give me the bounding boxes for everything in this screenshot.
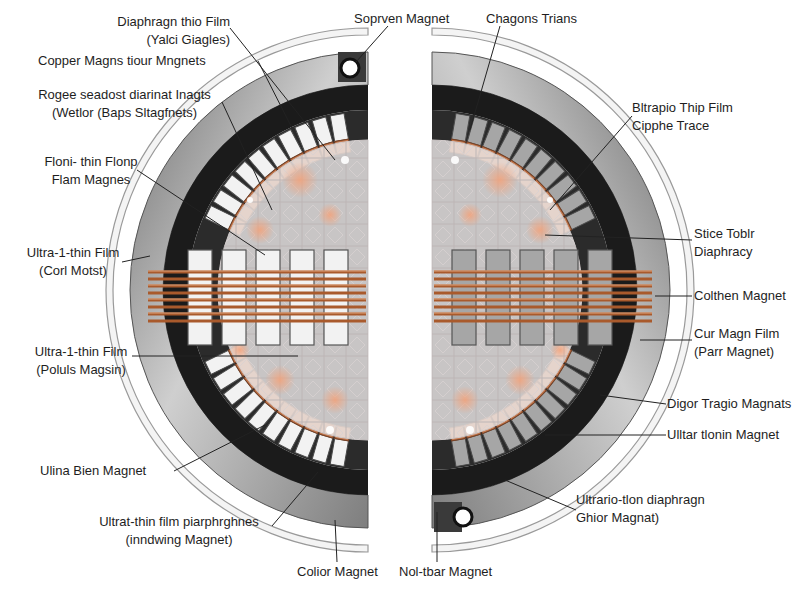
- callout-label: Stice Toblr Diaphracy: [694, 225, 784, 261]
- callout-label: Ultrario-tlon diaphragn Ghior Magnat): [576, 491, 736, 527]
- callout-label: Rogee seadost diarinat Inagts (Wetlor (B…: [22, 86, 227, 122]
- callout-label: Colthen Magnet: [694, 287, 800, 305]
- callout-label: Ultra-1-thin Film (Poluls Magsin): [26, 343, 136, 379]
- callout-label: Bltrapio Thip Film Cipphe Trace: [632, 99, 760, 135]
- callout-label: Copper Magns tiour Mngnets: [38, 52, 278, 70]
- mount-hole: [454, 508, 472, 526]
- callout-label: Diaphragn thio Film (Yalci Giagles): [88, 13, 230, 49]
- callout-label: Ultra-1-thin Film (Corl Motst): [18, 244, 128, 280]
- callout-label: Colior Magnet: [297, 563, 407, 581]
- callout-label: Ulina Bien Magnet: [40, 462, 180, 480]
- callout-label: Nol-tbar Magnet: [399, 563, 519, 581]
- mount-tab: [338, 52, 366, 82]
- callout-label: Ulltar tlonin Magnet: [667, 426, 797, 444]
- callout-label: Soprven Magnet: [354, 10, 474, 28]
- leader-lines: [122, 26, 692, 562]
- callout-label: Digor Tragio Magnats: [667, 395, 797, 413]
- callout-label: Chagons Trians: [486, 10, 606, 28]
- callout-label: Floni- thin Flonp Flam Magnes: [36, 153, 146, 189]
- callout-label: Ultrat-thin film piarphrghnes (inndwing …: [84, 513, 274, 549]
- callout-label: Cur Magn Film (Parr Magnet): [694, 325, 794, 361]
